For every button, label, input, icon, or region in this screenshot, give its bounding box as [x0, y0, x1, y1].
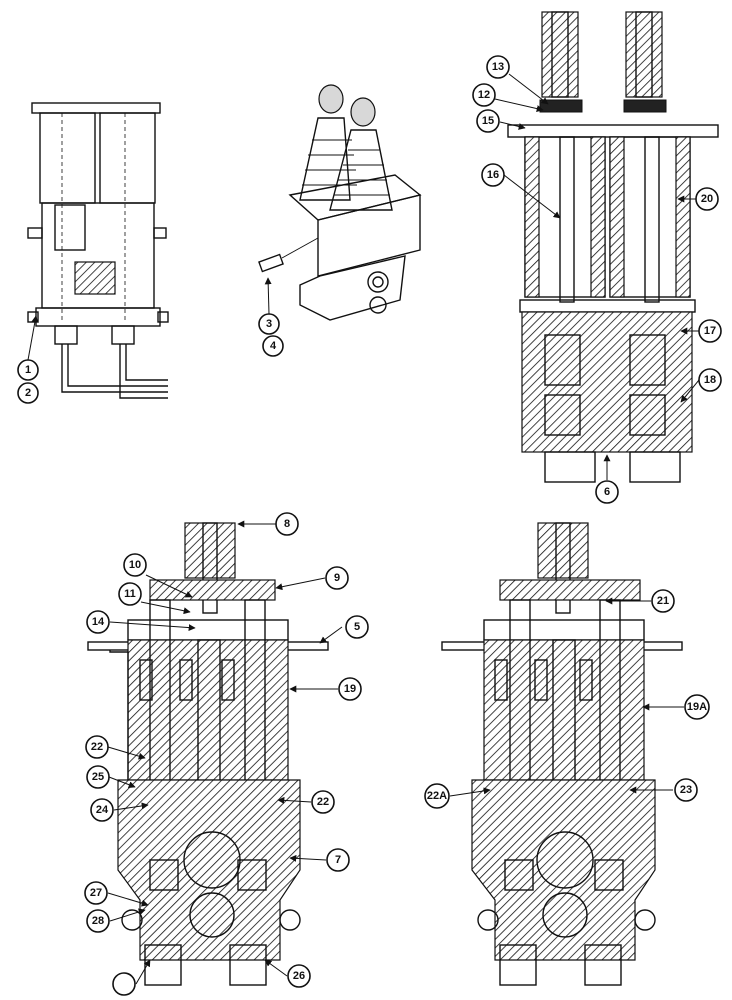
callout-22a: 22A: [424, 783, 450, 809]
svg-text:12: 12: [478, 89, 490, 101]
svg-text:11: 11: [124, 588, 136, 600]
valve-section-view: [507, 11, 719, 483]
callout-9: 9: [325, 566, 349, 590]
callout-leaders: [27, 73, 700, 985]
callout-16: 16: [481, 163, 505, 187]
svg-text:27: 27: [90, 887, 102, 899]
callout-3: 3: [258, 313, 280, 335]
callout-14: 14: [86, 610, 110, 634]
callout-11: 11: [118, 582, 142, 606]
callout-27: 28: [86, 909, 110, 933]
svg-text:13: 13: [492, 61, 504, 73]
svg-text:15: 15: [482, 115, 494, 127]
svg-text:20: 20: [701, 193, 713, 205]
callout-23: 24: [90, 798, 114, 822]
svg-text:7: 7: [335, 854, 341, 866]
callout-8: 8: [275, 512, 299, 536]
svg-text:19A: 19A: [687, 701, 707, 713]
svg-text:25: 25: [92, 771, 104, 783]
callout-20: 20: [695, 187, 719, 211]
svg-text:23: 23: [680, 784, 692, 796]
svg-text:2: 2: [25, 387, 31, 399]
svg-text:1: 1: [25, 364, 31, 376]
svg-text:22: 22: [317, 796, 329, 808]
callout-2: 2: [17, 382, 39, 404]
svg-text:8: 8: [284, 518, 290, 530]
svg-text:4: 4: [270, 340, 277, 352]
svg-text:21: 21: [657, 595, 669, 607]
callout-1: 1: [17, 359, 39, 381]
svg-text:19: 19: [344, 683, 356, 695]
callout-6: 6: [595, 480, 619, 504]
callout-17: 17: [698, 319, 722, 343]
callout-10: 10: [123, 553, 147, 577]
valve-assembly-side-view: [27, 102, 169, 399]
valve-section-right: [441, 522, 683, 986]
callout-21: 21: [651, 589, 675, 613]
callout-22-upper: 22: [85, 735, 109, 759]
svg-text:17: 17: [704, 325, 716, 337]
callout-25: 26: [287, 964, 311, 988]
svg-text:14: 14: [92, 616, 105, 628]
callout-28: [112, 972, 136, 996]
callout-26: 27: [84, 881, 108, 905]
svg-text:22A: 22A: [427, 790, 447, 802]
callout-22-right: 23: [674, 778, 698, 802]
svg-text:5: 5: [354, 621, 360, 633]
callout-5: 5: [345, 615, 369, 639]
callout-18: 18: [698, 368, 722, 392]
svg-text:10: 10: [129, 559, 141, 571]
svg-text:28: 28: [92, 915, 104, 927]
svg-text:22: 22: [91, 741, 103, 753]
joystick-assembly: [258, 84, 422, 321]
callout-4: 4: [262, 335, 284, 357]
valve-section-left: [87, 522, 329, 986]
callout-24: 25: [86, 765, 110, 789]
svg-text:24: 24: [96, 804, 109, 816]
callout-12: 12: [472, 83, 496, 107]
callout-19a: 19A: [684, 694, 710, 720]
svg-text:9: 9: [334, 572, 340, 584]
callout-19: 19: [338, 677, 362, 701]
svg-text:6: 6: [604, 486, 610, 498]
callout-13: 13: [486, 55, 510, 79]
callout-15: 15: [476, 109, 500, 133]
callout-22-lower: 22: [311, 790, 335, 814]
callout-7: 7: [326, 848, 350, 872]
svg-text:3: 3: [266, 318, 272, 330]
svg-text:18: 18: [704, 374, 716, 386]
svg-text:16: 16: [487, 169, 499, 181]
svg-text:26: 26: [293, 970, 305, 982]
